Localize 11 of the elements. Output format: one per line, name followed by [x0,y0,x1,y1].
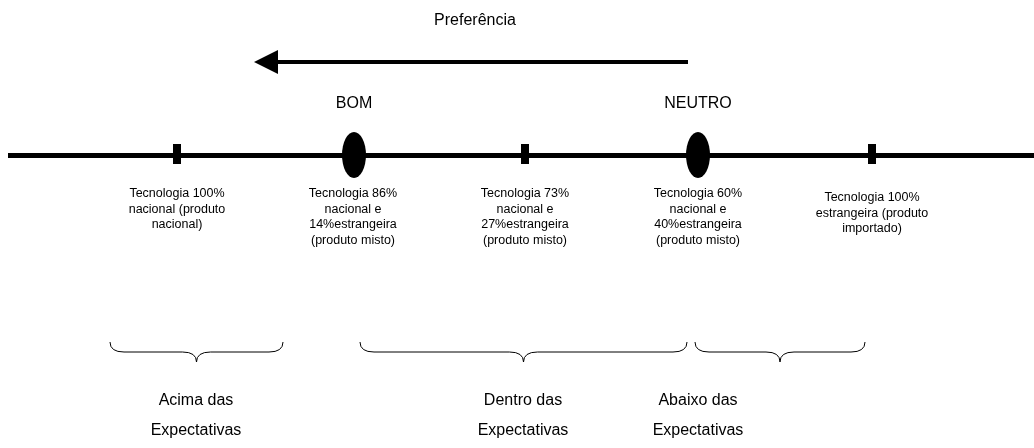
scale-label: Tecnologia 73% nacional e 27%estrangeira (produto misto) [479,186,571,249]
point-label: BOM [334,93,374,113]
category-label: Acima das Expectativas [149,390,243,441]
point-label: NEUTRO [663,93,733,113]
scale-label: Tecnologia 60% nacional e 40%estrangeira (produto misto) [652,186,744,249]
category-label: Dentro das Expectativas [476,390,570,441]
scale-label: Tecnologia 100% nacional (produto nacional) [127,186,227,233]
scale-label: Tecnologia 86% nacional e 14%estrangeira (produto misto) [307,186,399,249]
scale-label: Tecnologia 100% estrangeira (produto importado) [814,190,930,237]
category-label: Abaixo das Expectativas [651,390,745,441]
scale-title: Preferência [433,10,517,30]
